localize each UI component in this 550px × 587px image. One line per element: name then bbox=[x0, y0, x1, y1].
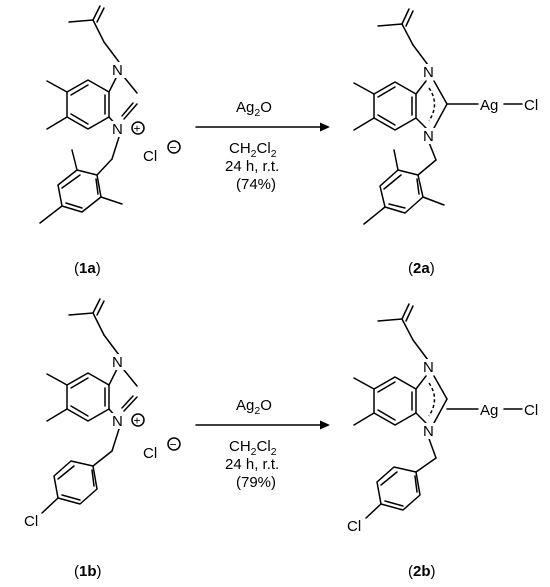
atom-n-bottom: N bbox=[423, 128, 434, 145]
label-1b: (1b) bbox=[74, 563, 102, 580]
label-2b: (2b) bbox=[408, 563, 436, 580]
yield-text: (74%) bbox=[236, 176, 276, 193]
label-1a: (1a) bbox=[74, 260, 101, 277]
chloride-counterion: Cl bbox=[143, 445, 157, 462]
yield-text: (79%) bbox=[236, 474, 276, 491]
solvent-text: CH bbox=[229, 140, 251, 157]
atom-silver: Ag bbox=[480, 402, 498, 419]
reaction-arrow-a bbox=[195, 122, 330, 132]
plus-charge-icon bbox=[131, 121, 145, 135]
minus-charge-icon bbox=[167, 140, 181, 154]
atom-silver: Ag bbox=[480, 97, 498, 114]
atom-n-bottom: N bbox=[423, 423, 434, 440]
svg-text:Ag2O: Ag2O bbox=[236, 397, 272, 417]
svg-text:−: − bbox=[170, 141, 177, 155]
time-text: 24 h, r.t. bbox=[225, 456, 279, 473]
svg-text:Ag2O: Ag2O bbox=[236, 99, 272, 119]
conditions-b: Ag2O CH2Cl2 24 h, r.t. (79%) bbox=[225, 397, 279, 491]
svg-text:−: − bbox=[170, 438, 177, 452]
svg-text:CH2Cl2: CH2Cl2 bbox=[229, 438, 277, 458]
plus-charge-icon bbox=[131, 413, 145, 427]
minus-charge-icon bbox=[167, 437, 181, 451]
atom-n-top: N bbox=[112, 62, 123, 79]
svg-text:+: + bbox=[134, 122, 141, 136]
svg-text:CH2Cl2: CH2Cl2 bbox=[229, 140, 277, 160]
atom-n-bottom: N bbox=[112, 121, 123, 138]
compound-1a: N N + Cl − bbox=[39, 5, 181, 224]
conditions-a: Ag2O CH2Cl2 24 h, r.t. (74%) bbox=[225, 99, 279, 193]
compound-2b: N N Ag Cl Cl bbox=[347, 303, 538, 535]
atom-n-top: N bbox=[423, 359, 434, 376]
atom-chlorine-aryl: Cl bbox=[347, 518, 361, 535]
atom-n-top: N bbox=[423, 64, 434, 81]
reagent-text: Ag bbox=[236, 99, 254, 116]
atom-chlorine-aryl: Cl bbox=[24, 513, 38, 530]
atom-chlorine: Cl bbox=[524, 97, 538, 114]
time-text: 24 h, r.t. bbox=[225, 158, 279, 175]
atom-n-top: N bbox=[112, 354, 123, 371]
compound-1b: N N + Cl − Cl bbox=[24, 298, 181, 530]
solvent-text: CH bbox=[229, 438, 251, 455]
chloride-counterion: Cl bbox=[143, 148, 157, 165]
atom-chlorine: Cl bbox=[524, 402, 538, 419]
svg-text:+: + bbox=[134, 414, 141, 428]
label-2a: (2a) bbox=[408, 260, 435, 277]
reaction-arrow-b bbox=[195, 420, 330, 430]
compound-2a: N N Ag Cl bbox=[353, 8, 538, 225]
atom-n-bottom: N bbox=[112, 413, 123, 430]
reagent-text: Ag bbox=[236, 397, 254, 414]
